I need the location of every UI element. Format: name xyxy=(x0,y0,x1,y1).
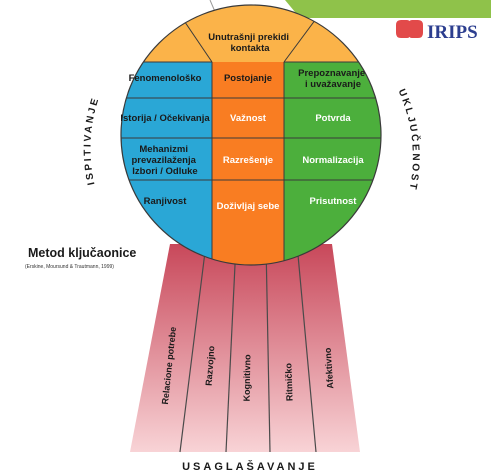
cell-center-4: Doživljaj sebe xyxy=(217,201,280,212)
stem-label-developmental: Razvojno xyxy=(204,345,217,386)
cell-right-1: Prepoznavanje i uvažavanje xyxy=(298,68,368,90)
keyhole-stem xyxy=(130,244,360,452)
cell-center-2: Važnost xyxy=(230,113,267,124)
cell-left-3: Mehanizmi prevazilaženja Izbori / Odluke xyxy=(131,144,198,177)
stem-label-affective: Afektivno xyxy=(323,347,336,389)
stem-dividers xyxy=(179,243,317,453)
cell-right-4: Prisutnost xyxy=(310,196,358,207)
logo-mark-icon xyxy=(396,20,423,38)
stem-label-cognitive: Kognitivno xyxy=(242,354,253,402)
side-label-exploration: ISPITIVANJE xyxy=(82,95,101,186)
cell-right-3: Normalizacija xyxy=(302,155,364,166)
logo-text: IRIPS xyxy=(427,22,478,43)
cell-left-1: Fenomenološko xyxy=(129,73,202,84)
center-column-segment xyxy=(212,62,284,265)
cell-top: Unutrašnji prekidi kontakta xyxy=(208,32,291,54)
circle-outline xyxy=(120,4,382,266)
diagram-title: Metod ključaonice xyxy=(28,246,136,260)
decorative-green-band xyxy=(285,0,491,18)
side-label-involvement: UKLJUČENOST xyxy=(396,88,423,193)
citation: (Erskine, Moursund & Trautmann, 1999) xyxy=(25,264,114,270)
irips-logo: IRIPS xyxy=(396,20,478,43)
cell-left-4: Ranjivost xyxy=(144,196,188,207)
top-wedge xyxy=(170,5,330,62)
stem-label-rhythmic: Ritmičko xyxy=(283,362,294,401)
cell-center-1: Postojanje xyxy=(224,73,272,84)
cell-left-2: Istorija / Očekivanja xyxy=(120,113,210,124)
cell-center-3: Razrešenje xyxy=(223,155,273,166)
bottom-label-attunement: USAGLAŠAVANJE xyxy=(182,460,318,473)
cell-right-2: Potvrda xyxy=(315,113,351,124)
